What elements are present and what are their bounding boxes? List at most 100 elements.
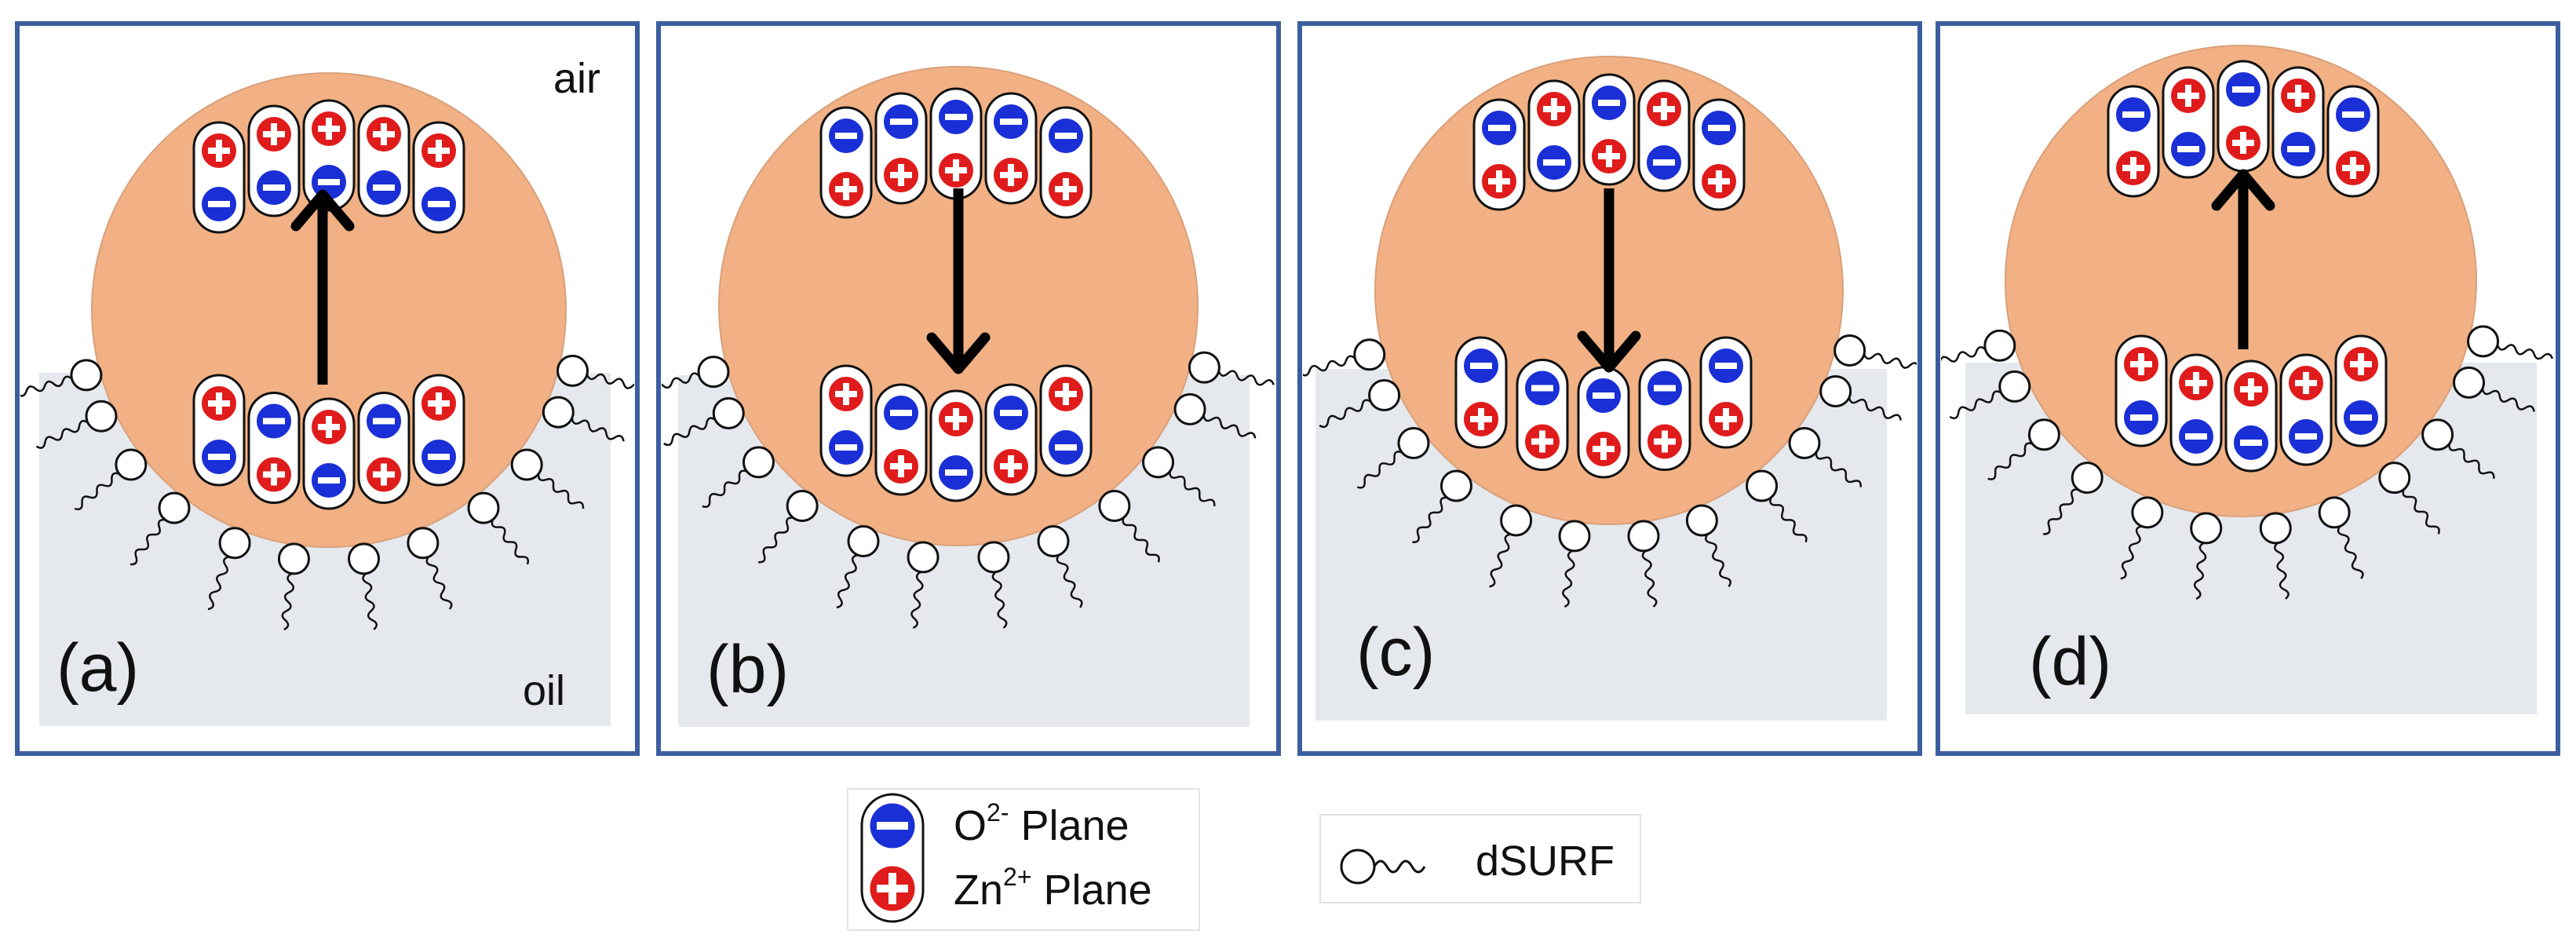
zinc-plus-icon (363, 454, 404, 495)
top-ion-stack (2107, 60, 2380, 198)
zinc-plus-icon (2223, 122, 2264, 163)
surfactant-molecule (20, 359, 103, 397)
surfactant-tail-icon (2337, 525, 2364, 579)
surfactant-tail-icon (1848, 396, 1903, 421)
surfactant-head-icon (1998, 370, 2031, 403)
zinc-plus-icon (1479, 161, 1520, 202)
zinc-plus-icon (418, 383, 459, 424)
surfactant-head-icon (1037, 524, 1070, 557)
ion-pair-pill (247, 392, 301, 504)
oxygen-minus-icon (1479, 108, 1520, 148)
ion-pair-pill (192, 121, 246, 234)
oxygen-minus-icon (2286, 416, 2326, 457)
ion-pair-pill (1637, 79, 1691, 192)
surfactant-head-icon (2259, 512, 2292, 545)
surfactant-head-icon (2378, 462, 2411, 495)
surfactant-head-icon (1142, 446, 1175, 479)
surfactant-head-icon (2027, 418, 2060, 451)
zinc-plus-icon (2121, 344, 2162, 385)
oxygen-minus-icon (936, 97, 976, 137)
ion-pair-pill (302, 99, 356, 212)
ion-pair-pill (302, 397, 356, 510)
surfactant-molecule (907, 541, 940, 630)
surfactant-molecule (1788, 427, 1862, 487)
surfactant-molecule (2043, 462, 2103, 535)
surfactant-head-icon (1439, 469, 1472, 502)
bottom-ion-stack (2114, 334, 2388, 473)
zinc-plus-icon (991, 155, 1031, 195)
surfactant-head-icon (1746, 469, 1779, 502)
surfactant-head-icon (407, 527, 440, 560)
surfactant-head-icon (2190, 512, 2223, 545)
surfactant-molecule (1319, 379, 1401, 429)
surfactant-molecule (702, 446, 775, 508)
surfactant-molecule (556, 354, 634, 389)
surfactant-molecule (2378, 462, 2440, 535)
zinc-plus-icon (199, 130, 239, 171)
oxygen-minus-icon (866, 799, 919, 852)
surfactant-head-icon (697, 356, 730, 389)
panel-d: (d) (1936, 21, 2560, 756)
oxygen-minus-icon (826, 427, 867, 468)
bottom-ion-stack (819, 364, 1093, 502)
oxygen-minus-icon (826, 115, 867, 156)
surfactant-head-icon (348, 542, 381, 575)
panel-frame (1297, 21, 1922, 756)
surfactant-head-icon (977, 541, 1010, 574)
surfactant-head-icon (85, 400, 118, 433)
oxygen-minus-icon (2176, 416, 2217, 457)
oxygen-minus-icon (2231, 422, 2271, 463)
surfactant-molecule (130, 491, 191, 566)
surfactant-tail-icon (2448, 443, 2495, 479)
surfactant-molecule (1173, 392, 1257, 439)
surfactant-molecule (467, 491, 530, 565)
zinc-plus-icon (1698, 161, 1739, 202)
surfactant-molecule (2467, 325, 2554, 360)
panel-label: (a) (57, 630, 139, 706)
surfactant-shell (1303, 334, 1917, 608)
oxygen-minus-icon (418, 436, 459, 477)
zinc-plus-icon (936, 150, 976, 191)
surfactant-tail-icon (1303, 355, 1356, 377)
ion-pair-pill (412, 374, 465, 487)
oxygen-minus-icon (1045, 427, 1086, 468)
polarity-arrow-down-icon (1577, 188, 1641, 373)
surfactant-head-icon (70, 359, 103, 392)
zinc-plus-icon (2176, 363, 2217, 403)
surfactant-molecule (2120, 496, 2164, 580)
surfactant-tail-icon (1373, 860, 1426, 874)
surfactant-tail-icon (1202, 414, 1257, 439)
surfactant-molecule (1098, 490, 1160, 563)
surfactant-tail-icon (1122, 517, 1160, 563)
surfactant-molecule (2421, 418, 2495, 479)
oxygen-minus-icon (199, 436, 239, 477)
surfactant-molecule (1558, 520, 1591, 608)
zinc-plus-icon (1461, 399, 1501, 440)
zinc-plus-icon (826, 169, 867, 210)
oxygen-minus-icon (881, 101, 921, 142)
surfactant-molecule (1489, 504, 1533, 588)
oxygen-minus-icon (1589, 82, 1629, 123)
surfactant-head-icon (1685, 504, 1718, 537)
zinc-plus-icon (2333, 148, 2373, 188)
surfactant-molecule (1941, 329, 2016, 363)
zinc-plus-icon (866, 862, 919, 915)
surfactant-tail-icon (1987, 442, 2033, 480)
bottom-ion-stack (192, 374, 465, 510)
surfactant-tail-icon (1641, 549, 1658, 608)
zinc-plus-icon (2286, 363, 2326, 403)
surfactant-head-icon (467, 491, 500, 524)
surfactant-head-icon (1098, 490, 1131, 523)
ion-pair-pill (1527, 79, 1581, 192)
polarity-arrow-up-icon (290, 189, 355, 385)
surfactant-head-icon (510, 448, 543, 481)
ion-pair-pill (2114, 334, 2168, 447)
zinc-plus-icon (1706, 399, 1746, 440)
ion-pair-pill (2326, 85, 2380, 198)
oxygen-minus-icon (2333, 94, 2373, 135)
ion-pair-pill (247, 104, 301, 217)
oxygen-minus-icon (308, 460, 349, 501)
oxygen-minus-icon (1706, 345, 1746, 386)
surfactant-tail-icon (2481, 388, 2535, 412)
surfactant-molecule (1949, 370, 2031, 420)
